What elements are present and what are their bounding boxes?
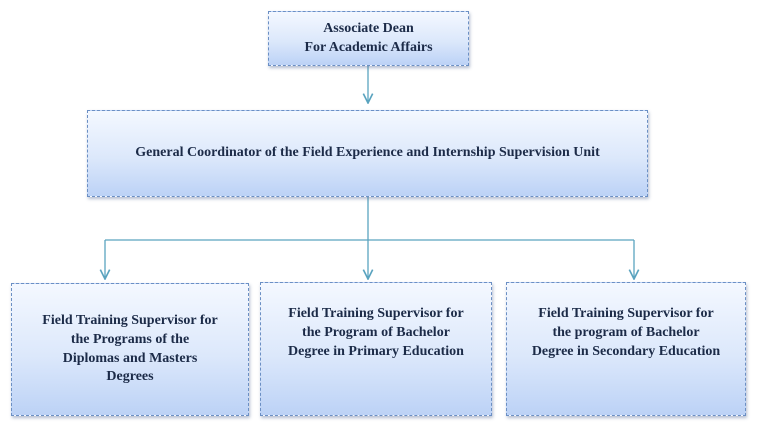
node-supervisor-diplomas-masters-label: Field Training Supervisor for the Progra… xyxy=(42,312,218,385)
node-associate-dean-label: Associate Dean For Academic Affairs xyxy=(304,20,433,55)
node-supervisor-secondary-education: Field Training Supervisor for the progra… xyxy=(506,282,746,416)
node-associate-dean: Associate Dean For Academic Affairs xyxy=(268,11,469,66)
node-general-coordinator-label: General Coordinator of the Field Experie… xyxy=(135,145,600,161)
node-supervisor-primary-education-label: Field Training Supervisor for the Progra… xyxy=(288,306,464,359)
node-supervisor-secondary-education-label: Field Training Supervisor for the progra… xyxy=(531,306,721,359)
node-supervisor-primary-education: Field Training Supervisor for the Progra… xyxy=(260,282,492,416)
node-supervisor-diplomas-masters: Field Training Supervisor for the Progra… xyxy=(11,283,249,416)
node-general-coordinator: General Coordinator of the Field Experie… xyxy=(87,110,648,197)
